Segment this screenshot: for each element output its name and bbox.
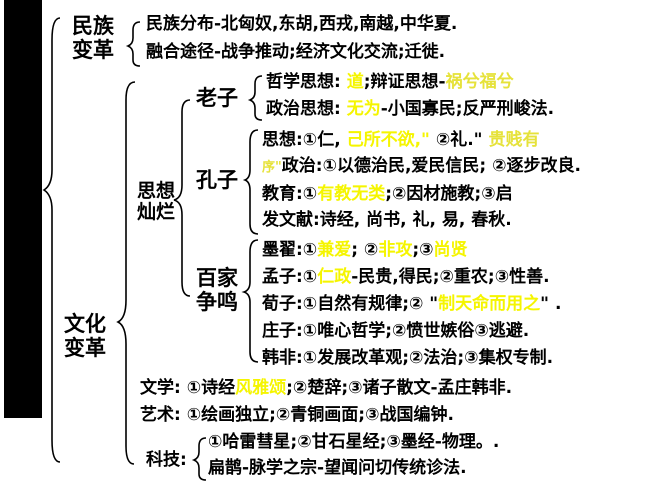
wenhua-title-1: 文化 [64, 312, 106, 336]
baijia-xun: 荀子:①自然有规律;② "制天命而用之" . [262, 294, 562, 314]
baijia-mo: 墨翟:①兼爱; ②非攻;③尚贤 [262, 240, 468, 260]
laozi-brace [247, 75, 263, 121]
kongzi-line-4: 发文献:诗经, 尚书, 礼, 易, 春秋. [262, 210, 512, 230]
yishu-line: 艺术: ①绘画独立;②青铜画面;③战国编钟. [140, 405, 454, 425]
kongzi-title: 孔子 [196, 168, 238, 192]
sixiang-brace [173, 99, 191, 297]
laozi-title: 老子 [196, 86, 238, 110]
keji-line-2: 扁鹊-脉学之宗-望闻问切传统诊法. [208, 458, 467, 478]
kongzi-line-1: 思想:①仁, 己所不欲," ②礼." 贵贱有 [262, 130, 540, 150]
keji-brace [191, 437, 207, 481]
kongzi-line-2: 序"政治:①以德治民,爱民信民; ②逐步改良. [262, 156, 581, 176]
minzu-title-1: 民族 [72, 14, 114, 38]
main-brace [42, 17, 61, 463]
keji-line-1: ①哈雷彗星;②甘石星经;③墨经-物理。. [208, 432, 500, 452]
kongzi-line-3: 教育:①有教无类;②因材施教;③启 [262, 184, 513, 204]
minzu-brace [125, 21, 141, 67]
kongzi-brace [242, 129, 259, 235]
minzu-line-1: 民族分布-北匈奴,东胡,西戎,南越,中华夏. [146, 14, 458, 34]
wenhua-brace [116, 81, 136, 465]
baijia-han: 韩非:①发展改革观;②法治;③集权专制. [262, 348, 554, 368]
baijia-title-2: 争鸣 [196, 290, 238, 314]
sixiang-label-row2: 灿烂 [137, 201, 176, 223]
laozi-line-2: 政治思想: 无为-小国寡民;反严刑峻法. [266, 99, 555, 119]
baijia-brace [241, 239, 259, 363]
minzu-title-2: 变革 [72, 38, 114, 62]
keji-label: 科技: [146, 450, 187, 470]
baijia-meng: 孟子:①仁政-民贵,得民;②重农;③性善. [262, 267, 550, 287]
baijia-title-1: 百家 [196, 266, 238, 290]
wenhua-title-2: 变革 [64, 336, 106, 360]
left-black-bar [4, 0, 42, 418]
laozi-line-1: 哲学思想: 道;辩证思想-祸兮福兮 [266, 72, 514, 92]
baijia-zhuang: 庄子:①唯心哲学;②愤世嫉俗③逃避. [262, 321, 530, 341]
wenxue-line: 文学: ①诗经风雅颂;②楚辞;③诸子散文-孟庄韩非. [140, 378, 513, 398]
minzu-line-2: 融合途径-战争推动;经济文化交流;迁徙. [146, 42, 446, 62]
sixiang-label-row1: 思想 [137, 180, 176, 202]
